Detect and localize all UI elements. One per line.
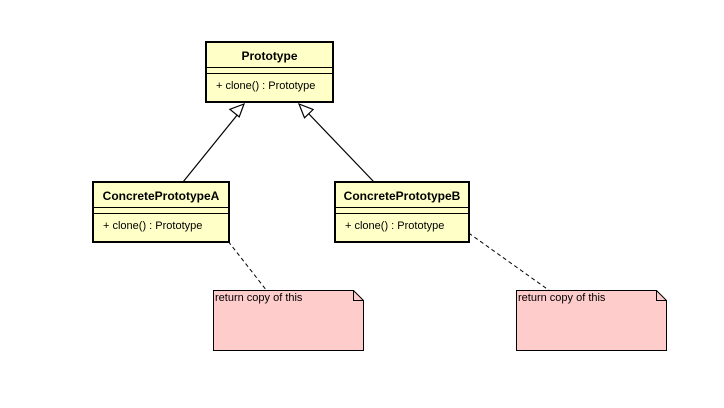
class-concrete-prototype-b[interactable]: ConcretePrototypeB + clone() : Prototype xyxy=(334,181,470,243)
operation: + clone() : Prototype xyxy=(207,73,332,93)
attribute-compartment xyxy=(94,207,228,213)
generalization-line-b xyxy=(307,112,375,183)
class-name: ConcretePrototypeA xyxy=(102,189,220,203)
attribute-compartment xyxy=(336,207,468,213)
class-prototype[interactable]: Prototype + clone() : Prototype xyxy=(205,41,334,103)
class-name: ConcretePrototypeB xyxy=(343,189,461,203)
note-shape xyxy=(213,290,364,351)
note-link-b xyxy=(462,228,551,292)
class-name: Prototype xyxy=(241,49,298,63)
generalization-arrowhead-a xyxy=(228,102,246,118)
generalization-arrowhead-b xyxy=(297,102,315,119)
note-text: return copy of this xyxy=(215,292,303,304)
attribute-compartment xyxy=(207,67,332,73)
operation: + clone() : Prototype xyxy=(94,213,228,233)
operation: + clone() : Prototype xyxy=(336,213,468,233)
class-concrete-prototype-a[interactable]: ConcretePrototypeA + clone() : Prototype xyxy=(92,181,230,243)
note-text: return copy of this xyxy=(518,292,606,304)
note-shape xyxy=(516,290,667,351)
note-link-a xyxy=(223,235,268,292)
note-a[interactable]: return copy of this xyxy=(213,290,364,351)
generalization-line-a xyxy=(182,113,239,183)
note-b[interactable]: return copy of this xyxy=(516,290,667,351)
